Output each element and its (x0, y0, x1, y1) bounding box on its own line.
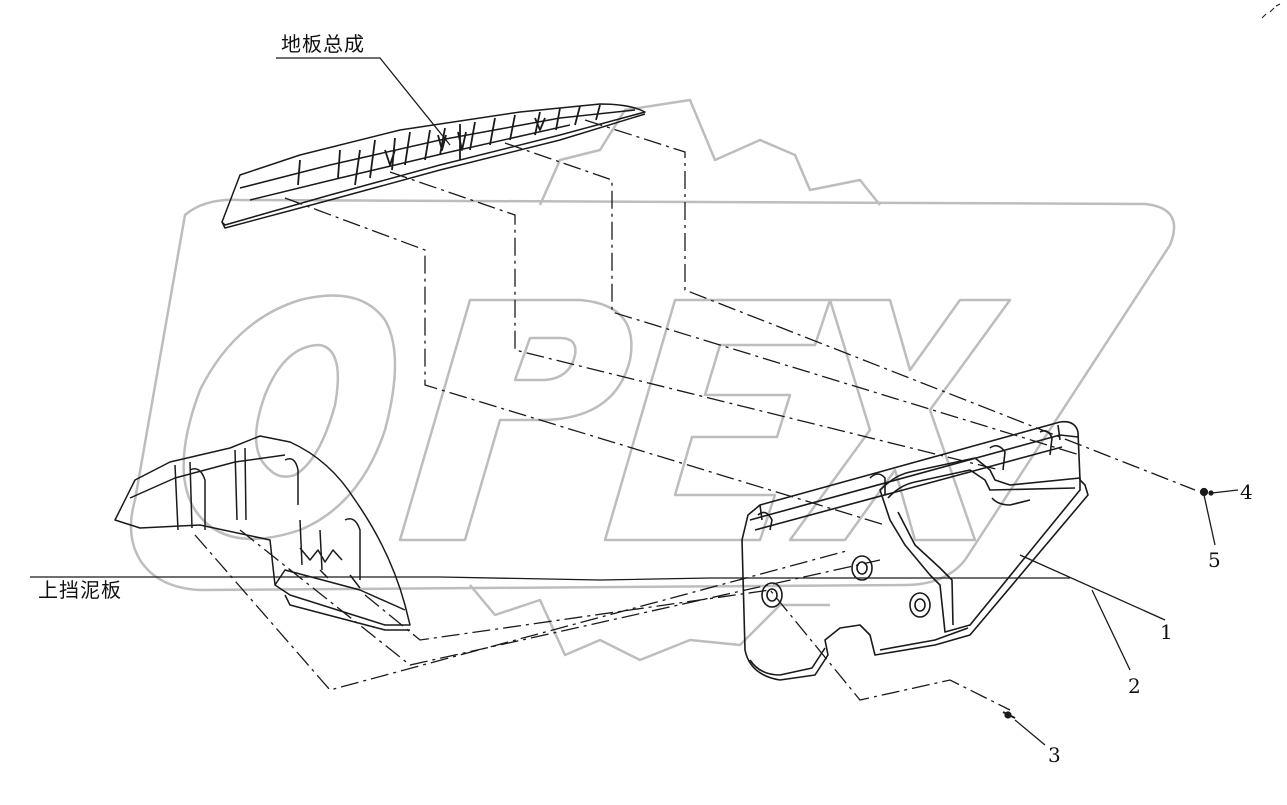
assembly-line-7 (364, 589, 1011, 711)
leader-callout-2 (1091, 589, 1131, 671)
plate-outline (741, 420, 1089, 681)
assembly-line-2 (389, 171, 1001, 471)
leader-lines (30, 57, 1239, 746)
upper-fender-outline (114, 435, 411, 626)
callout-1-label: 1 (1160, 620, 1173, 644)
watermark-letter-x (788, 298, 1012, 542)
watermark-gear-bottom (469, 584, 830, 662)
leader-callout-3 (1014, 719, 1046, 746)
floor-assembly-outline (221, 103, 646, 226)
callout-4-label: 4 (1240, 480, 1253, 504)
watermark-badge-outline (129, 198, 1176, 592)
callout-3-label: 3 (1048, 743, 1061, 767)
assembly-lines (194, 119, 1196, 711)
assembly-line-4 (584, 119, 1196, 491)
fasteners (1002, 487, 1214, 719)
leader-floor-assembly (276, 57, 451, 146)
bolt-3 (1002, 711, 1016, 719)
floor-assembly-label: 地板总成 (281, 32, 365, 56)
watermark-letter-p (398, 298, 633, 542)
assembly-line-3 (504, 142, 1081, 456)
assembly-line-1 (284, 197, 886, 526)
watermark-letter-o (182, 294, 397, 541)
plate-bolt-holes (761, 555, 931, 618)
callout-2-label: 2 (1128, 674, 1141, 698)
callout-5-label: 5 (1208, 548, 1221, 572)
upper-fender-part (114, 435, 411, 631)
washer-4 (1199, 487, 1214, 497)
plate-part-1 (741, 420, 1089, 681)
assembly-line-6 (239, 529, 881, 666)
watermark-logo (129, 98, 1176, 662)
watermark-letter-e (603, 298, 832, 542)
watermark-gear-top (538, 98, 881, 206)
assembly-line-5 (194, 534, 851, 691)
leader-callout-5 (1203, 494, 1216, 546)
upper-fender-label: 上挡泥板 (38, 578, 122, 602)
plate-raised-panel (879, 457, 1081, 633)
leader-callout-1 (1019, 554, 1166, 621)
leader-callout-4 (1211, 489, 1239, 494)
corner-mark (1261, 3, 1281, 19)
floor-assembly-part (221, 103, 646, 229)
leader-upper-fender (30, 576, 1070, 581)
